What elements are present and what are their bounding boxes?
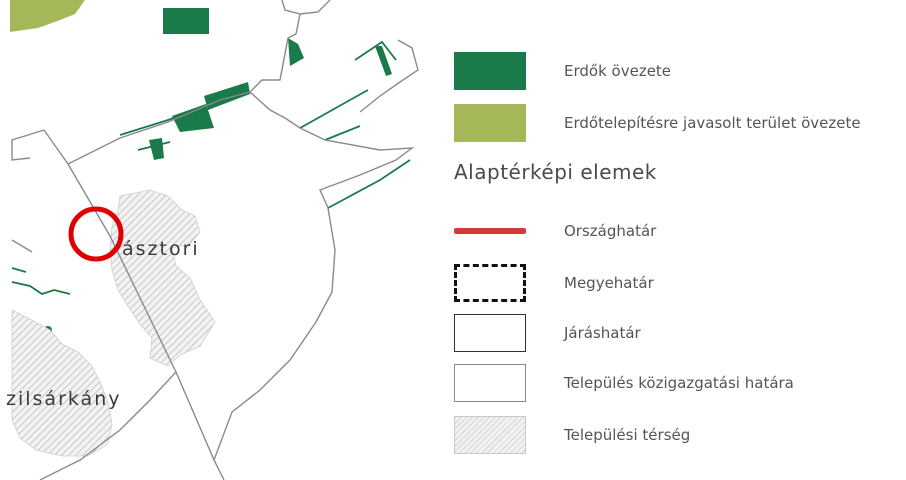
legend-heading: Alaptérképi elemek [454, 160, 657, 184]
legend-label-afforestation: Erdőtelepítésre javasolt terület övezete [564, 114, 861, 132]
legend-item-afforestation: Erdőtelepítésre javasolt terület övezete [452, 104, 906, 148]
legend-item-district-border: Járáshatár [452, 314, 906, 358]
legend-item-country-border: Országhatár [452, 212, 906, 256]
municipal-border-swatch [454, 364, 526, 402]
forest-lines [11, 40, 411, 295]
legend-label-settlement-area: Települési térség [564, 426, 691, 444]
place-label-pasztori: ásztori [122, 238, 200, 260]
place-label-szilsarkany: zilsárkány [6, 388, 122, 410]
legend-label-forest: Erdők övezete [564, 62, 672, 80]
county-border-swatch [454, 264, 526, 302]
settlement-areas [11, 189, 216, 457]
map-area[interactable] [0, 0, 452, 480]
legend-label-country-border: Országhatár [564, 222, 657, 240]
settlement-area-swatch [454, 416, 526, 454]
afforestation-swatch [454, 104, 526, 142]
map-legend: Erdők övezete Erdőtelepítésre javasolt t… [452, 0, 906, 480]
legend-label-district-border: Járáshatár [564, 324, 641, 342]
legend-item-settlement-area: Települési térség [452, 416, 906, 460]
forest-swatch [454, 52, 526, 90]
boundary-lines [11, 0, 419, 480]
forest-areas [44, 8, 392, 334]
country-border-swatch [454, 228, 526, 234]
district-border-swatch [454, 314, 526, 352]
highlight-circle [68, 206, 124, 262]
legend-item-county-border: Megyehatár [452, 264, 906, 308]
legend-label-municipal-border: Település közigazgatási határa [564, 374, 794, 392]
legend-item-municipal-border: Település közigazgatási határa [452, 364, 906, 408]
legend-label-county-border: Megyehatár [564, 274, 654, 292]
legend-item-forest: Erdők övezete [452, 52, 906, 96]
afforestation-area [10, 0, 85, 32]
